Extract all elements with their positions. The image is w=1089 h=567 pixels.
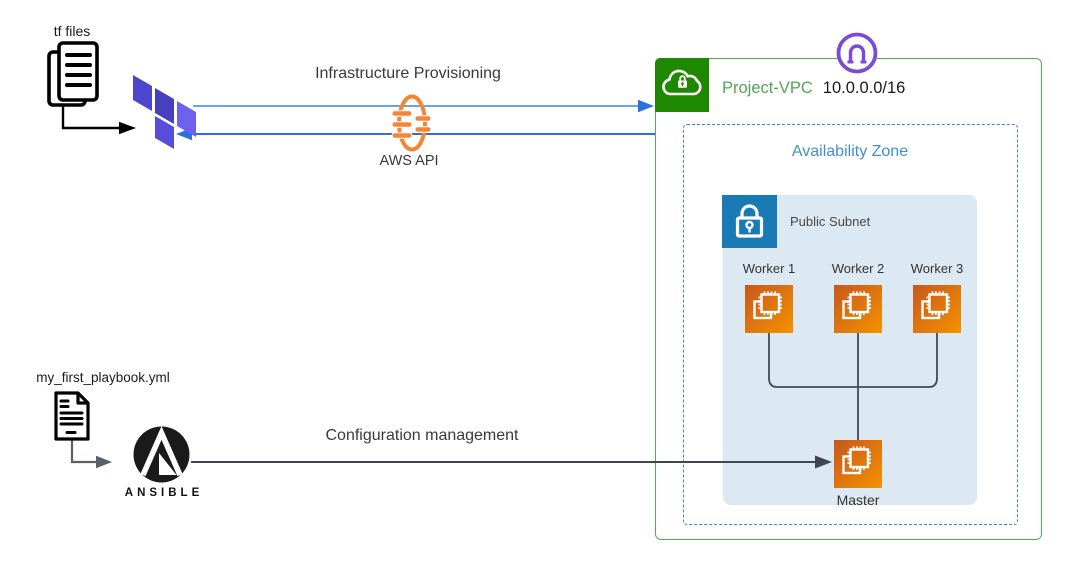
terraform-logo-icon [133, 75, 196, 149]
vpc-cidr-label: 10.0.0.0/16 [822, 79, 906, 97]
availability-zone-container [683, 124, 1018, 525]
worker-3-label: Worker 3 [910, 261, 964, 276]
master-ec2-instance-icon [834, 440, 882, 488]
worker-2-ec2-instance-icon [834, 285, 882, 333]
yaml-document-icon [54, 391, 90, 441]
playbook-file-label: my_first_playbook.yml [36, 370, 170, 385]
internet-gateway-icon [836, 32, 878, 74]
vpc-name-label: Project-VPC [722, 79, 813, 97]
document-stack-icon [47, 41, 99, 107]
worker-2-label: Worker 2 [831, 261, 885, 276]
vpc-cloud-lock-icon [655, 58, 709, 112]
infrastructure-provisioning-label: Infrastructure Provisioning [315, 65, 501, 82]
master-label: Master [836, 492, 880, 508]
worker-1-ec2-instance-icon [745, 285, 793, 333]
public-subnet-label: Public Subnet [790, 214, 871, 229]
availability-zone-label: Availability Zone [791, 143, 909, 160]
public-subnet-lock-icon [722, 195, 777, 248]
vpc-title: Project-VPC 10.0.0.0/16 [722, 79, 905, 98]
tf-files-label: tf files [53, 23, 91, 39]
playbook-to-ansible-arrow [70, 440, 112, 469]
aws-api-icon [391, 94, 432, 152]
aws-api-label: AWS API [379, 153, 439, 169]
configuration-management-label: Configuration management [325, 427, 519, 444]
ansible-logo-icon [133, 426, 190, 483]
ansible-wordmark-label: ANSIBLE [124, 487, 204, 499]
worker-1-label: Worker 1 [742, 261, 796, 276]
worker-3-ec2-instance-icon [913, 285, 961, 333]
